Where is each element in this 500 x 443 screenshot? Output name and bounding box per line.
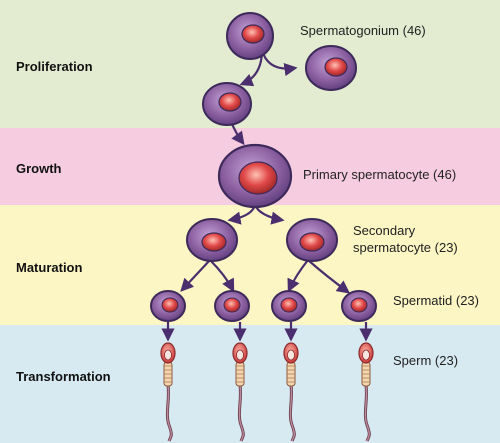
label-secondary-spermatocyte-line1: Secondary bbox=[353, 223, 416, 238]
spermatid-cell-1 bbox=[150, 290, 186, 322]
transformation-band bbox=[0, 325, 500, 443]
maturation-band bbox=[0, 205, 500, 325]
arrow-secondary-left-b bbox=[209, 259, 235, 293]
stage-label-proliferation: Proliferation bbox=[16, 59, 93, 74]
spermatid-cell-2 bbox=[214, 290, 250, 322]
spermatid-cell-3 bbox=[271, 290, 307, 322]
sperm-cell-2 bbox=[232, 342, 248, 442]
spermatid-cell-4 bbox=[341, 290, 377, 322]
stage-label-transformation: Transformation bbox=[16, 369, 111, 384]
sperm-cell-1 bbox=[160, 342, 176, 442]
secondary-spermatocyte-right-cell bbox=[286, 218, 338, 262]
secondary-spermatocyte-left-cell bbox=[186, 218, 238, 262]
spermatogonium-cell bbox=[226, 12, 274, 60]
arrow-secondary-right-b bbox=[307, 259, 351, 294]
arrow-secondary-left-a bbox=[180, 259, 211, 292]
label-spermatid: Spermatid (23) bbox=[393, 293, 479, 308]
primary-spermatocyte-cell bbox=[217, 143, 293, 209]
label-sperm: Sperm (23) bbox=[393, 353, 459, 368]
label-spermatogonium: Spermatogonium (46) bbox=[300, 23, 426, 38]
label-secondary-spermatocyte-line2: spermatocyte (23) bbox=[353, 240, 458, 255]
arrow-secondary-right-a bbox=[287, 259, 309, 293]
label-primary-spermatocyte: Primary spermatocyte (46) bbox=[303, 167, 457, 182]
stage-label-maturation: Maturation bbox=[16, 260, 83, 275]
stage-label-growth: Growth bbox=[16, 161, 62, 176]
sperm-cell-3 bbox=[283, 342, 299, 442]
sperm-cell-4 bbox=[358, 342, 374, 442]
arrow-to-primary bbox=[230, 123, 245, 146]
spermatogonium-daughter-cell bbox=[305, 45, 357, 91]
spermatogonium-lower-cell bbox=[202, 82, 252, 126]
